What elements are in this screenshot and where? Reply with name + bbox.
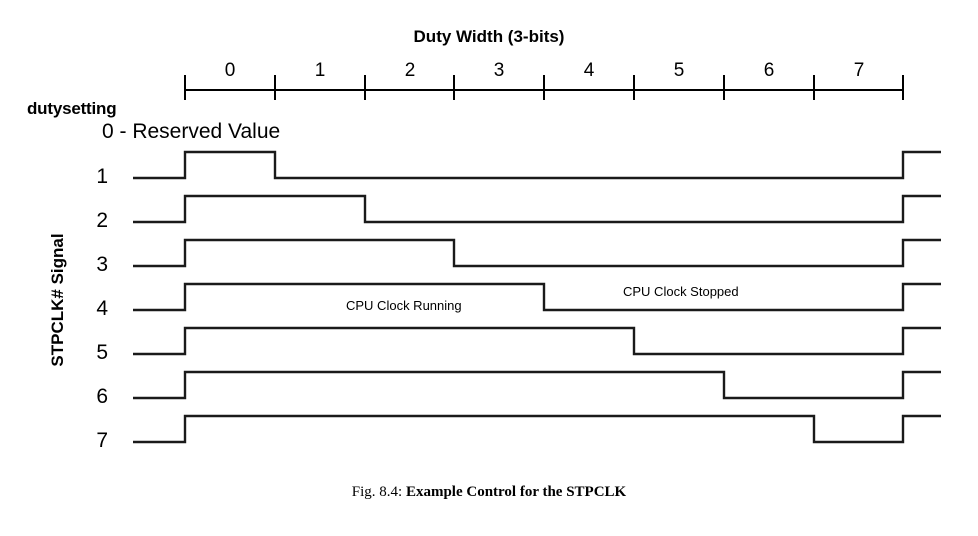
scale-label-0: 0 [224, 60, 236, 81]
waveform-row-7 [133, 414, 941, 444]
cpu-clock-stopped-annotation: CPU Clock Stopped [623, 284, 739, 299]
cpu-clock-running-annotation: CPU Clock Running [346, 298, 462, 313]
row-label-7: 7 [96, 429, 108, 452]
scale-label-4: 4 [583, 60, 595, 81]
row-label-4: 4 [96, 297, 108, 320]
scale-label-2: 2 [404, 60, 416, 81]
waveform-row-2 [133, 194, 941, 224]
row-label-3: 3 [96, 253, 108, 276]
row-label-2: 2 [96, 209, 108, 232]
scale-label-1: 1 [314, 60, 326, 81]
waveform-traces [133, 150, 941, 444]
row-label-1: 1 [96, 165, 108, 188]
reserved-value-label: 0 - Reserved Value [102, 120, 281, 143]
waveform-row-6 [133, 370, 941, 400]
scale-label-5: 5 [673, 60, 685, 81]
waveform-row-3 [133, 238, 941, 268]
figure-caption-id: Fig. 8.4: [351, 484, 403, 500]
stpclk-signal-axis-label: STPCLK# Signal [48, 233, 67, 367]
duty-scale-ruler [184, 75, 904, 100]
scale-label-7: 7 [853, 60, 865, 81]
figure-caption-text: Example Control for the STPCLK [405, 484, 627, 500]
figure-caption: Fig. 8.4: Example Control for the STPCLK [0, 484, 978, 501]
dutysetting-label: dutysetting [27, 99, 117, 118]
scale-label-3: 3 [493, 60, 505, 81]
scale-label-6: 6 [763, 60, 775, 81]
waveform-row-4 [133, 282, 941, 312]
waveform-row-1 [133, 150, 941, 180]
row-label-5: 5 [96, 341, 108, 364]
duty-width-title-text: Duty Width (3-bits) [407, 27, 571, 46]
duty-width-title: Duty Width (3-bits) [0, 27, 978, 47]
row-label-6: 6 [96, 385, 108, 408]
waveform-row-5 [133, 326, 941, 356]
